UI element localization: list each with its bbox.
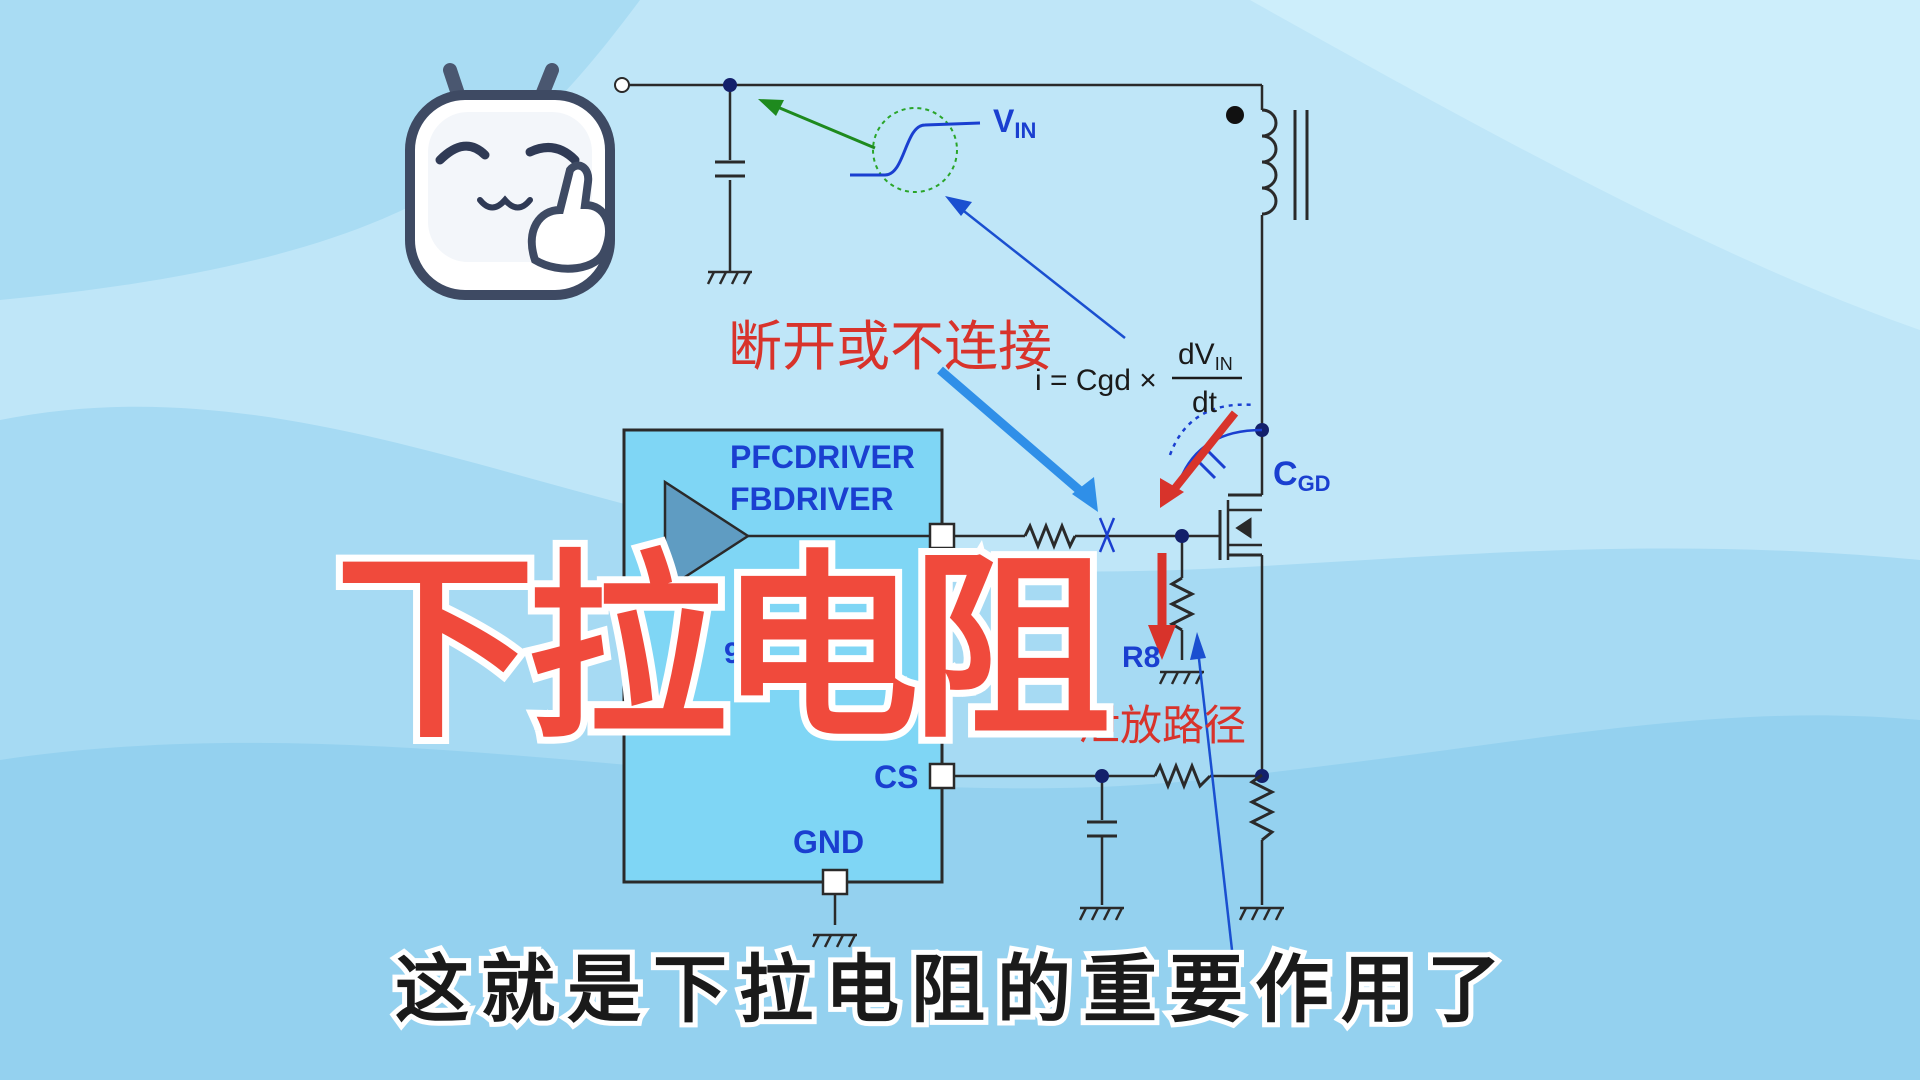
vin-label: VIN [993,103,1036,143]
cs-resistor [1153,761,1212,791]
annotation-discharge-path: 泄放路径 [1078,701,1246,750]
partial-resistor-label: R8 [1122,641,1160,674]
transformer-inductor [1226,106,1309,220]
pin-label-pfcdriver: PFCDRIVER [730,439,915,475]
pin-label-gnd: GND [793,824,864,860]
title-overlay: 下拉电阻 [328,533,1118,767]
ground-symbols [706,270,1284,948]
subtitle-caption: 这就是下拉电阻的重要作用了 [390,942,1513,1038]
input-capacitor [715,160,745,178]
cs-filter-capacitor [1087,820,1117,838]
formula-denominator: dt [1192,386,1218,419]
pin-label-cs: CS [874,759,918,795]
bilibili-tv-mascot-icon [405,63,615,300]
pulldown-resistor [1168,576,1196,632]
current-formula-lhs: i = Cgd × [1035,364,1157,397]
annotation-disconnect: 断开或不连接 [728,315,1052,378]
formula-numerator: dVIN [1178,338,1233,374]
partial-pin-number: 9 [724,637,741,670]
controller-ic-block [622,428,956,896]
input-terminal [614,77,630,93]
schematic-wires [627,83,1264,925]
pin-label-fbdriver: FBDRIVER [730,481,894,517]
annotation-arrows [758,99,1239,951]
sense-resistor [1248,773,1276,842]
gate-resistor [1023,521,1077,551]
mosfet-symbol [1218,493,1262,560]
vin-ramp-waveform [850,107,981,193]
cgd-label: CGD [1273,455,1331,496]
disconnect-x-mark [1098,517,1116,553]
